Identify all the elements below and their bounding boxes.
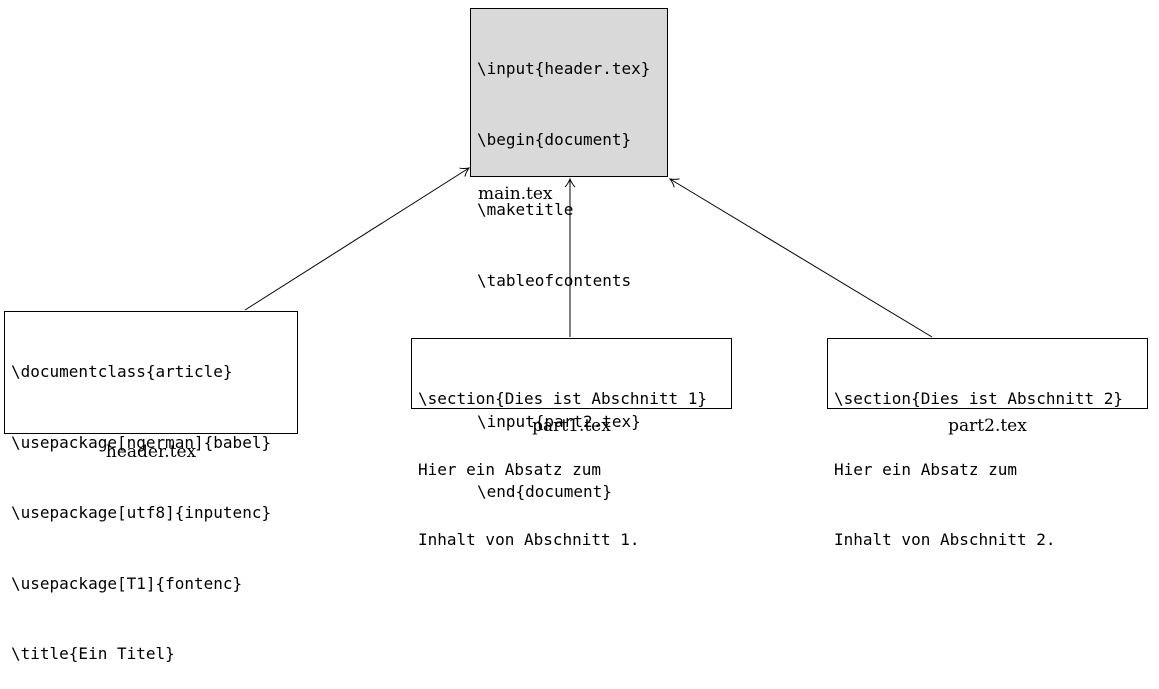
code-line: \documentclass{article}	[11, 362, 233, 381]
header-tex-box: \documentclass{article} \usepackage[nger…	[4, 311, 298, 663]
code-line: Inhalt von Abschnitt 1.	[418, 530, 640, 549]
part2-tex-label: part2.tex	[948, 416, 1027, 436]
code-line: \begin{document}	[477, 129, 632, 149]
code-line: \tableofcontents	[477, 270, 632, 290]
part1-tex-label: part1.tex	[532, 416, 611, 436]
edge-header-to-main	[244, 167, 471, 311]
code-line: Inhalt von Abschnitt 2.	[834, 530, 1056, 549]
header-tex-label: header.tex	[105, 442, 197, 462]
code-line: \input{part2.tex}	[477, 411, 641, 431]
code-line: \usepackage[utf8]{inputenc}	[11, 503, 272, 522]
code-line: \usepackage[T1]{fontenc}	[11, 573, 243, 593]
code-line: Hier ein Absatz zum	[418, 459, 602, 479]
code-line: \input{header.tex}	[477, 59, 651, 78]
latex-files-diagram: { "diagram": { "title_implicit": "LaTeX …	[4, 8, 1148, 663]
part1-tex-box: \section{Dies ist Abschnitt 1} Hier ein …	[411, 338, 732, 549]
edge-part2-to-main	[668, 178, 933, 338]
part2-tex-box: \section{Dies ist Abschnitt 2} Hier ein …	[827, 338, 1148, 549]
code-line: \section{Dies ist Abschnitt 2}	[834, 389, 1123, 408]
code-line: \section{Dies ist Abschnitt 1}	[418, 389, 707, 408]
code-line: \maketitle	[477, 200, 574, 219]
code-line: Hier ein Absatz zum	[834, 459, 1018, 479]
main-tex-box: \input{header.tex} \begin{document} \mak…	[470, 8, 668, 501]
code-line: \usepackage[ngerman]{babel}	[11, 432, 272, 452]
code-line: \title{Ein Titel}	[11, 644, 175, 663]
main-tex-label: main.tex	[478, 184, 553, 204]
code-line: \end{document}	[477, 482, 612, 501]
